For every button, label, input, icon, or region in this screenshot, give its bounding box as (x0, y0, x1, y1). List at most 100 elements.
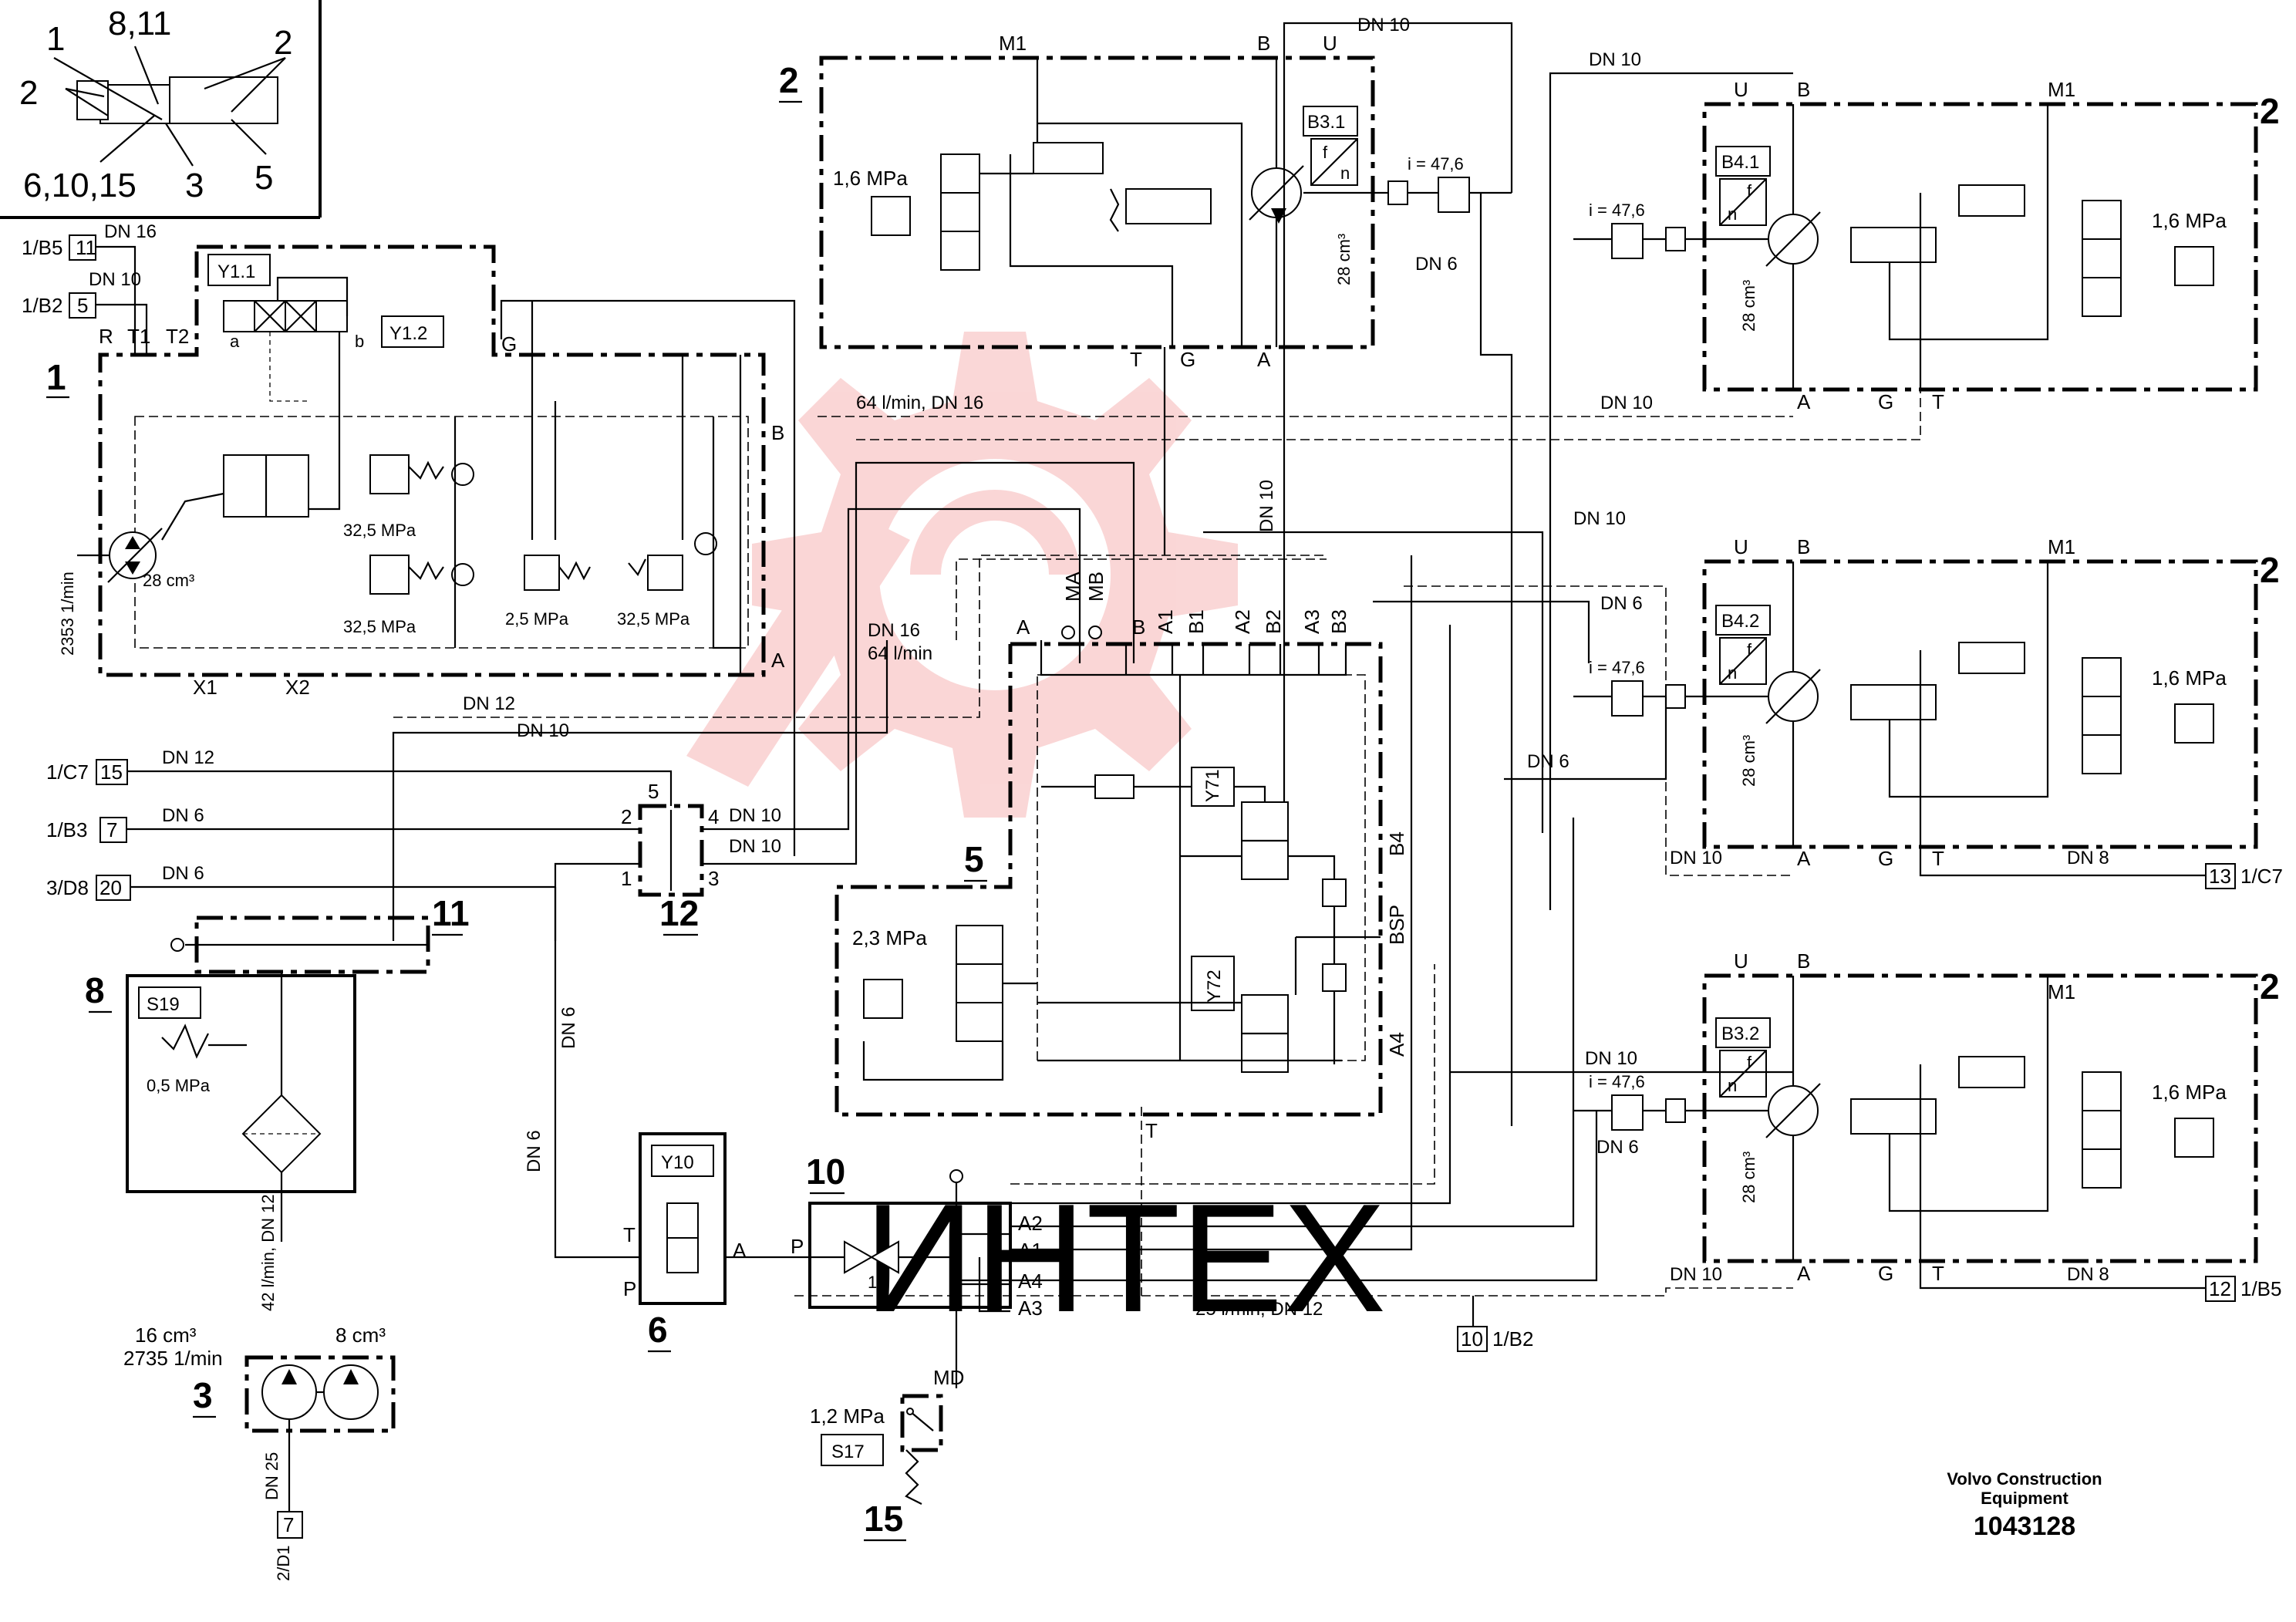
tag-box (651, 1145, 714, 1177)
legend-inset: 1 8,11 2 2 6,10,15 3 5 (0, 0, 322, 219)
interconnect-lines: DN 10 DN 6 DN 10 DN 10 64 l/min, DN 16 D… (201, 15, 2206, 1320)
motor-assembly-right-1: 2 U B M1 A G T B4.1 f n 28 cm³ i = 47,6 … (1573, 78, 2280, 413)
valve-cell (940, 153, 980, 194)
pump-assembly-1: 1 R T1 T2 G B A X1 X2 28 cm³ 2353 1/min … (46, 244, 796, 856)
control-valve (1850, 1098, 1937, 1135)
relief-pressure: 32,5 MPa (343, 521, 416, 540)
port-label: A3 (1300, 609, 1323, 634)
port-label: B2 (1262, 609, 1285, 634)
check-valve-icon (451, 463, 474, 486)
sensor-n: n (1728, 204, 1737, 224)
tag-label: B3.2 (1721, 1023, 1759, 1044)
coupling (1387, 180, 1408, 205)
line-label: DN 6 (162, 863, 204, 884)
port-label: A1 (1018, 1239, 1043, 1262)
line-label: DN 6 (558, 1007, 579, 1049)
relief-valve (863, 979, 903, 1019)
tag-label: B4.2 (1721, 611, 1759, 632)
legend-label: 2 (274, 24, 292, 62)
line-label: DN 16 (868, 620, 920, 641)
cylinder (1958, 184, 2025, 217)
port-label: B3 (1327, 609, 1350, 634)
port-label: B1 (1185, 609, 1208, 634)
port-label: A (1797, 390, 1811, 413)
tag-label: B3.1 (1307, 112, 1345, 133)
line-label: DN 6 (1415, 254, 1458, 275)
component-number: 5 (964, 839, 984, 879)
tag-box (1715, 1017, 1771, 1048)
port-label: G (1878, 1262, 1893, 1285)
relief-valve (2174, 1118, 2214, 1158)
connector-ref: 3/D8 (46, 876, 89, 899)
valve-block-5: 5 A MA MB B A1 B1 A2 B2 A3 B3 B4 BSP A4 … (834, 571, 1408, 1142)
valve-cell (666, 1202, 699, 1239)
valve-cell (2082, 200, 2122, 240)
line-label: DN 8 (2067, 848, 2109, 868)
sensor-n: n (1728, 663, 1737, 683)
line-label: DN 16 (104, 221, 157, 242)
valve-cell (940, 192, 980, 232)
tag-box (207, 254, 271, 286)
component-number: 2 (2260, 550, 2280, 590)
distributor-block-12: 5 2 4 1 3 12 (621, 780, 719, 936)
control-valve (1850, 227, 1937, 263)
legend-label: 6,10,15 (23, 167, 137, 204)
sensor-f: f (1747, 1053, 1752, 1072)
connector-ref: 1/B5 (2240, 1277, 2282, 1300)
motor-assembly-top: 2 M1 B U T G A 1,6 MPa B3.1 f n 28 cm³ i… (779, 32, 1512, 371)
valve-cell (2082, 657, 2122, 697)
port-label: A1 (1154, 609, 1177, 634)
line-label: DN 10 (729, 836, 781, 857)
valve-cell (2082, 238, 2122, 278)
md-port: MD (933, 1366, 964, 1389)
relief-valve (369, 555, 410, 595)
pump-speed: 2353 1/min (58, 572, 77, 656)
gearbox (1611, 680, 1644, 717)
line-label: DN 10 (1357, 15, 1410, 35)
port-label: T (1932, 1262, 1944, 1285)
line-label: 64 l/min, DN 16 (856, 393, 983, 413)
port-label: A (771, 649, 785, 672)
motor-displacement: 28 cm³ (1739, 1152, 1758, 1203)
relief-valve (524, 555, 560, 591)
line-label: DN 6 (524, 1130, 544, 1172)
switch-pressure: 1,2 MPa (810, 1404, 885, 1428)
port-label: MA (1061, 571, 1084, 602)
relief-valve (2174, 703, 2214, 744)
port-label: T (1130, 348, 1142, 371)
line-label: DN 10 (729, 805, 781, 826)
port-label: 4 (708, 805, 719, 828)
connector-num: 7 (106, 818, 117, 841)
valve-cell (956, 925, 1003, 965)
pump-speed: 2735 1/min (123, 1347, 223, 1370)
port-label: A (1017, 615, 1030, 639)
pump-displacement: 16 cm³ (135, 1324, 197, 1347)
pressure-switch-15: 1,2 MPa S17 15 (810, 1394, 943, 1542)
pressure-label: 1,6 MPa (2152, 666, 2227, 690)
connector-num: 12 (2209, 1277, 2231, 1300)
connector-ref: 1/B3 (46, 818, 88, 841)
tandem-pump-3: 16 cm³ 2735 1/min 8 cm³ 3 DN 25 7 2/D1 (123, 1324, 396, 1581)
legend-label: 8,11 (108, 5, 171, 42)
gear-ratio: i = 47,6 (1589, 658, 1645, 677)
valve-block-10: 10 P A2 A1 A4 A3 1 MD (791, 1152, 1043, 1389)
line-label: DN 10 (1573, 508, 1626, 529)
valve-cell (2082, 696, 2122, 736)
port-label: T (1932, 390, 1944, 413)
gear-ratio: i = 47,6 (1589, 201, 1645, 220)
tag-label: S19 (147, 994, 180, 1015)
tag-label: Y72 (1204, 969, 1225, 1003)
connector-num: 7 (283, 1513, 294, 1536)
switch-pressure: 0,5 MPa (147, 1076, 211, 1095)
line-label: DN 6 (1527, 751, 1569, 772)
valve-cell (223, 300, 255, 332)
connector-box (2205, 863, 2236, 889)
tag-box (1191, 956, 1235, 1011)
relief-valve (2174, 246, 2214, 286)
sensor-f: f (1323, 143, 1328, 162)
connector-ref: 1/B5 (22, 236, 63, 259)
valve-cell (666, 1237, 699, 1273)
coupling (1665, 684, 1686, 709)
legend-label: 2 (19, 74, 38, 112)
